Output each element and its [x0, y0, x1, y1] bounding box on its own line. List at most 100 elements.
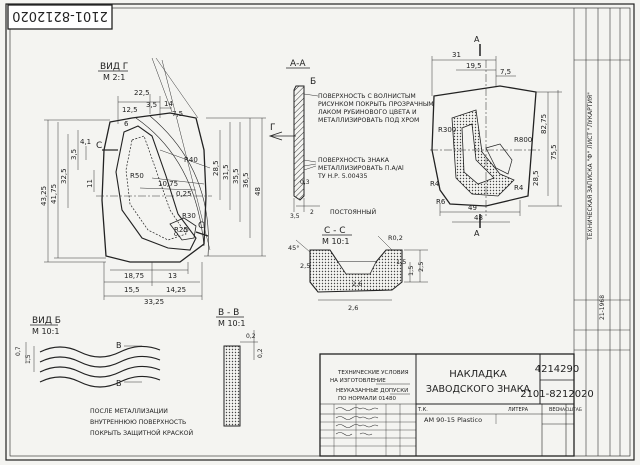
dim-label: 3,5 [146, 101, 157, 109]
corner-stamp-text: 2101-8212020 [12, 8, 108, 23]
side-view-dimension-texts: 31 19,5 7,5 R800 R300 82,75 28,5 75,5 R4… [430, 51, 558, 222]
title-name-line1: НАКЛАДКА [449, 369, 507, 380]
section-aa-title: А-А [290, 59, 306, 69]
dim-label: 41,75 [50, 184, 58, 204]
vid-g-scale: М 2:1 [103, 73, 125, 82]
dim-label: 2,5 [417, 262, 425, 272]
section-cc-profile [309, 249, 403, 293]
dim-label: 0,2 [246, 333, 256, 340]
note-line: ПОСЛЕ МЕТАЛЛИЗАЦИИ [90, 408, 168, 415]
dim-label: 45° [288, 244, 300, 252]
corner-stamp-box: 2101-8212020 [7, 4, 113, 30]
dim-label: 14 [164, 100, 173, 108]
dim-label: 2,6 [352, 280, 362, 288]
dim-label: 48 [474, 214, 483, 222]
dim-label: 3,5 [290, 213, 300, 220]
dim-label: 49 [468, 204, 477, 212]
dim-label: 28,5 [532, 170, 540, 186]
section-cc-scale: М 10:1 [322, 237, 349, 246]
title-material: AM 90-15 Plastico [424, 416, 482, 424]
vid-g-title: ВИД Г [100, 62, 128, 72]
title-hdr-scale: МАСШТАБ [558, 407, 582, 413]
marker-a-top: А [474, 35, 480, 44]
note-line: ПОКРЫТЬ ЗАЩИТНОЙ КРАСКОЙ [90, 428, 194, 437]
dim-label: 19,5 [466, 62, 482, 70]
dim-label: 1,5 [25, 354, 32, 364]
note-constant: ПОСТОЯННЫЙ [330, 207, 377, 216]
dim-label: 18,75 [124, 272, 144, 280]
dim-label: 31,5 [222, 164, 230, 180]
dim-label: 75,5 [550, 144, 558, 160]
dim-label: R300 [438, 126, 456, 134]
dim-label: 0,7 [15, 346, 22, 356]
note-line: ПОВЕРХНОСТЬ ЗНАКА [318, 157, 390, 164]
note-after-metal: ПОСЛЕ МЕТАЛЛИЗАЦИИ ВНУТРЕННЮЮ ПОВЕРХНОСТ… [90, 408, 194, 437]
vid-b-wavy-lines [39, 345, 161, 388]
dim-label: 4,1 [80, 138, 91, 146]
section-cc-title: С - С [324, 226, 346, 236]
dim-label: 10,75 [158, 180, 178, 188]
dim-label: 11 [86, 179, 94, 188]
title-part-no: 4214290 [535, 364, 580, 375]
dim-label: 12,5 [122, 106, 138, 114]
dim-label: 2,6 [348, 304, 358, 312]
note-line: ПОВЕРХНОСТЬ С ВОЛНИСТЫМ [318, 93, 416, 100]
dim-label: R4 [514, 184, 524, 192]
dim-label: 22,5 [134, 89, 150, 97]
dim-label: 2,5 [300, 262, 310, 270]
marker-a-bottom: А [474, 229, 480, 238]
section-vv-profile [223, 330, 258, 427]
vid-g-dimension-lines [44, 57, 266, 300]
dim-label: R0,2 [388, 234, 403, 242]
note-line: ТЕХНИЧЕСКИЕ УСЛОВИЯ [337, 370, 409, 376]
note-line: ЛАКОМ РУБИНОВОГО ЦВЕТА И [318, 109, 417, 116]
note-line: НЕУКАЗАННЫЕ ДОПУСКИ [336, 388, 408, 394]
section-vv-scale: М 10:1 [218, 319, 245, 328]
dim-label: R800 [514, 136, 532, 144]
dim-label: 7,5 [172, 110, 183, 118]
side-strip [573, 8, 630, 456]
dim-label: 14,25 [166, 286, 186, 294]
marker-v-top: В [116, 341, 122, 350]
dim-label: 7,5 [500, 68, 511, 76]
title-drawing-no: 2101-8212020 [520, 389, 594, 400]
dim-label: 15,5 [124, 286, 140, 294]
title-block-grid [319, 353, 575, 457]
note-line: РИСУНКОМ ПОКРЫТЬ ПРОЗРАЧНЫМ [318, 101, 434, 108]
title-hdr-letter: ЛИТЕРА [508, 407, 529, 413]
dim-label: 1,5 [396, 258, 406, 266]
vid-g-part-outline [101, 112, 209, 263]
dim-label: 43,25 [40, 186, 48, 206]
section-cc-dimension-texts: 45° 2,6 2,5 1,5 1,5 2,5 R0,2 2,6 [288, 234, 425, 312]
dim-label: 36,5 [242, 172, 250, 188]
dim-label: R50 [130, 172, 144, 180]
note-tech: ТЕХНИЧЕСКИЕ УСЛОВИЯ НА ИЗГОТОВЛЕНИЕ НЕУК… [330, 370, 409, 402]
dim-label: 35,5 [232, 168, 240, 184]
note-line: МЕТАЛЛИЗИРОВАТЬ ПОД ХРОМ [318, 117, 419, 124]
dim-label: R6 [436, 198, 446, 206]
side-view-section-markers: А А [474, 35, 481, 238]
dim-label: R30 [182, 212, 196, 220]
title-ink: Т.К. [417, 407, 428, 413]
side-strip-text: ТЕХНИЧЕСКАЯ ЗАПИСКА "Ф" ЛИСТ "ЛУКАРТИЯ" [587, 92, 594, 241]
section-vv-title: В - В [218, 308, 239, 318]
dim-label: 6 [124, 120, 129, 128]
dim-label: 31 [452, 51, 461, 59]
vid-b-title: ВИД Б [32, 316, 61, 326]
marker-b: Б [310, 77, 316, 87]
side-view-outline [430, 60, 540, 216]
marker-v-bottom: В [116, 379, 122, 388]
dim-label: 0,25 [176, 190, 192, 198]
dim-label: 32,5 [60, 168, 68, 184]
side-strip-date: 21-1968 [599, 295, 606, 320]
note-line: ПО НОРМАЛИ 01480 [338, 396, 396, 402]
note-surface-sign: ПОВЕРХНОСТЬ ЗНАКА МЕТАЛЛИЗИРОВАТЬ П.А/Al… [317, 157, 404, 180]
marker-c-left: С [96, 141, 102, 151]
dim-label: R40 [184, 156, 198, 164]
dim-label: 1,5 [407, 266, 415, 276]
note-surface-wavy: ПОВЕРХНОСТЬ С ВОЛНИСТЫМ РИСУНКОМ ПОКРЫТЬ… [318, 93, 434, 124]
note-line: ТУ Н.Р. 5.00435 [317, 173, 367, 180]
dim-label: R4 [430, 180, 440, 188]
dim-label: 48 [254, 187, 262, 196]
